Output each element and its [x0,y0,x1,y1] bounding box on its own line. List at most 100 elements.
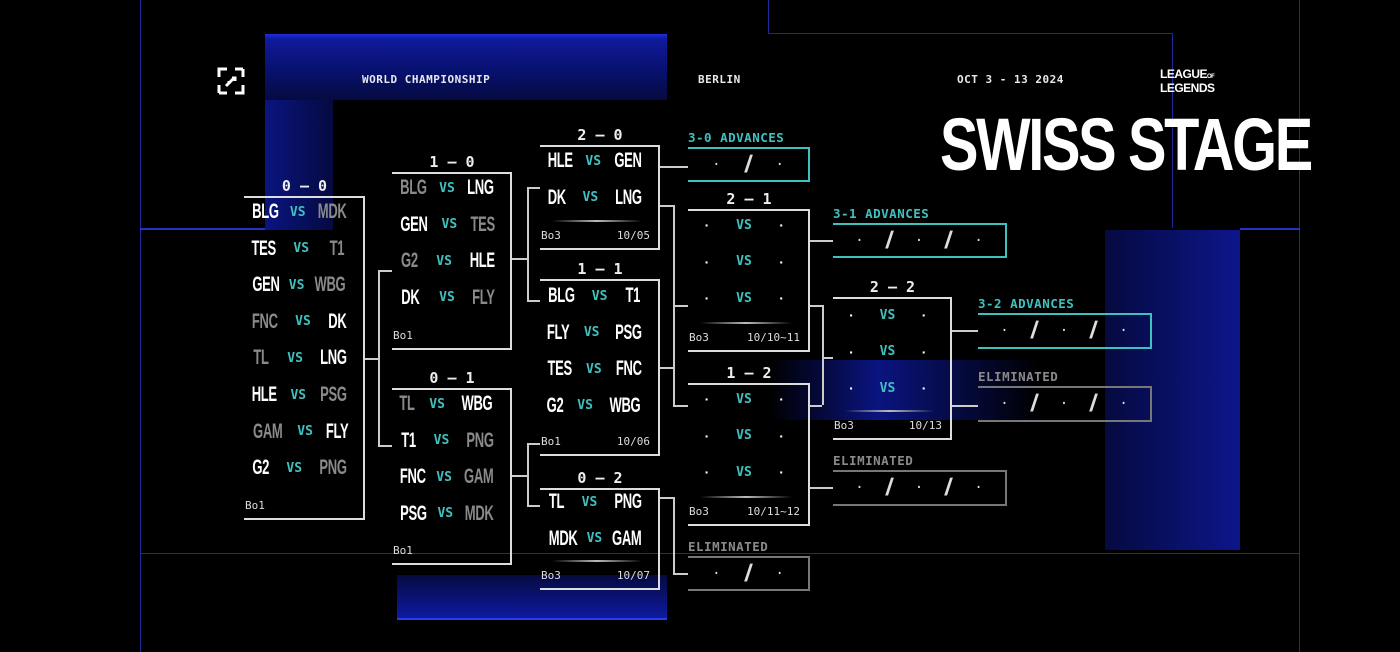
connector-line [673,497,675,573]
match-row[interactable]: ·VS· [688,211,808,239]
match-row[interactable]: ·VS· [688,284,808,312]
result-label-r32: 3-2 ADVANCES [978,296,1075,311]
vs-label: VS [577,398,593,414]
result-box-r32: ·/·/· [978,313,1152,349]
slot-separator: / [742,559,754,587]
team-a: · [704,253,710,270]
result-label-r13: ELIMINATED [833,453,914,468]
event-name: WORLD CHAMPIONSHIP [362,73,491,86]
slot-separator: / [1029,317,1040,344]
team-a: TL [548,490,565,513]
match-row[interactable]: ·VS· [688,248,808,276]
team-a: MDK [548,526,578,550]
stage-title-s01: 0 – 1 [429,369,475,387]
team-b: T1 [625,284,641,307]
team-slot: · [974,232,983,249]
match-row[interactable]: ·VS· [833,374,950,402]
connector-line [527,443,529,505]
match-row[interactable]: ·VS· [688,422,808,450]
bg-blue-panel-left [265,100,333,230]
match-row[interactable]: ·VS· [833,338,950,366]
match-format: Bo1 [393,544,413,557]
connector-line [660,367,673,369]
match-format: Bo3 [541,569,561,582]
connector-line [810,405,822,407]
team-a: TES [547,357,572,381]
match-row[interactable]: ·VS· [833,301,950,329]
vs-label: VS [290,387,307,403]
team-slot: · [914,480,924,496]
vs-label: VS [287,350,303,366]
result-label-r03: ELIMINATED [688,539,769,554]
team-slot: · [855,480,864,496]
stage-title-s22: 2 – 2 [869,278,916,296]
expand-arrows-icon[interactable] [217,67,245,95]
team-a: · [704,464,710,481]
team-a: GEN [252,273,280,297]
team-a: GEN [400,212,428,236]
stage-title-s02: 0 – 2 [577,469,623,487]
connector-line [527,505,540,507]
match-footer: Bo1 [244,499,355,512]
connector-line [378,445,392,447]
match-format: Bo1 [393,329,413,342]
team-slot: · [1059,323,1069,339]
vs-label: VS [879,307,896,323]
vs-label: VS [297,424,313,440]
match-format: Bo1 [245,499,265,512]
match-format: Bo1 [541,435,561,448]
result-box-r13: ·/·/· [833,470,1007,506]
bg-blue-panel-right [1105,230,1240,550]
vs-label: VS [736,391,752,407]
team-b: PNG [319,456,347,480]
match-row[interactable]: ·VS· [688,458,808,486]
connector-line [810,487,833,489]
team-a: BLG [400,176,427,199]
team-a: · [849,307,854,323]
match-row[interactable]: G2 VS WBG [540,392,658,420]
team-a: TL [399,392,415,415]
connector-line [673,305,688,307]
event-city: BERLIN [698,73,741,86]
match-date: 10/10~11 [747,331,800,344]
connector-line [822,357,833,359]
slot-separator: / [884,474,895,501]
team-a: G2 [252,456,270,480]
team-a: G2 [546,393,564,417]
slot-separator: / [943,226,955,254]
divider [845,410,934,412]
team-b: GEN [614,149,642,172]
vs-label: VS [736,290,752,306]
match-footer: Bo1 [392,329,502,342]
team-a: G2 [400,249,418,273]
match-row[interactable]: ·VS· [688,385,808,413]
team-b: WBG [609,393,641,417]
